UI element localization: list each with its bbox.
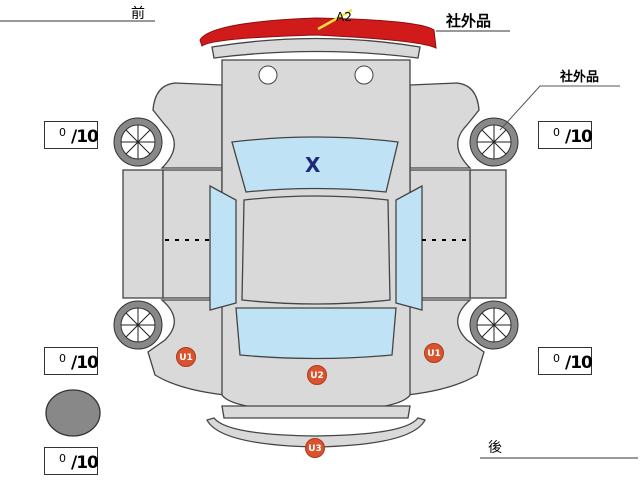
mark-x: X (305, 153, 321, 177)
roof (241, 195, 391, 305)
left-side-window (209, 184, 237, 311)
aftermarket-label-bumper: 社外品 (446, 12, 492, 30)
front-label: 前 (131, 6, 145, 22)
front-right-fender (409, 82, 480, 169)
mark-u1-right: U1 (424, 343, 444, 363)
mark-u1-left: U1 (176, 347, 196, 367)
score-front-left-tire: 0/10 (44, 121, 99, 149)
rear-right-fender (406, 299, 485, 396)
wheel-rear-right (469, 300, 519, 350)
score-front-right-tire: 0/10 (538, 121, 593, 149)
right-rocker (469, 169, 507, 299)
left-rocker (122, 169, 164, 299)
score-rear-right-tire: 0/10 (538, 347, 593, 375)
wheel-rear-left (113, 300, 163, 350)
front-grille (211, 37, 421, 59)
right-side-window (395, 184, 423, 311)
rear-label: 後 (488, 440, 502, 456)
windshield (231, 136, 399, 193)
front-left-fender (152, 82, 223, 169)
mark-a2: A2 (336, 10, 352, 24)
rear-lip (221, 405, 411, 419)
wheel-front-left (113, 117, 163, 167)
mark-u3: U3 (305, 438, 325, 458)
front-bumper-damaged (199, 17, 437, 49)
wheels (113, 117, 519, 350)
damage-line (317, 8, 353, 31)
aftermarket-label-wheel: 社外品 (560, 70, 600, 85)
score-rear-left-tire: 0/10 (44, 347, 99, 375)
right-headlight (354, 65, 374, 85)
wheel-front-right (469, 117, 519, 167)
rear-window (235, 307, 397, 360)
rear-bumper (206, 417, 426, 448)
left-headlight (258, 65, 278, 85)
score-spare-tire: 0/10 (44, 447, 99, 475)
mark-u2: U2 (307, 365, 327, 385)
spare-tire-icon (45, 389, 101, 437)
